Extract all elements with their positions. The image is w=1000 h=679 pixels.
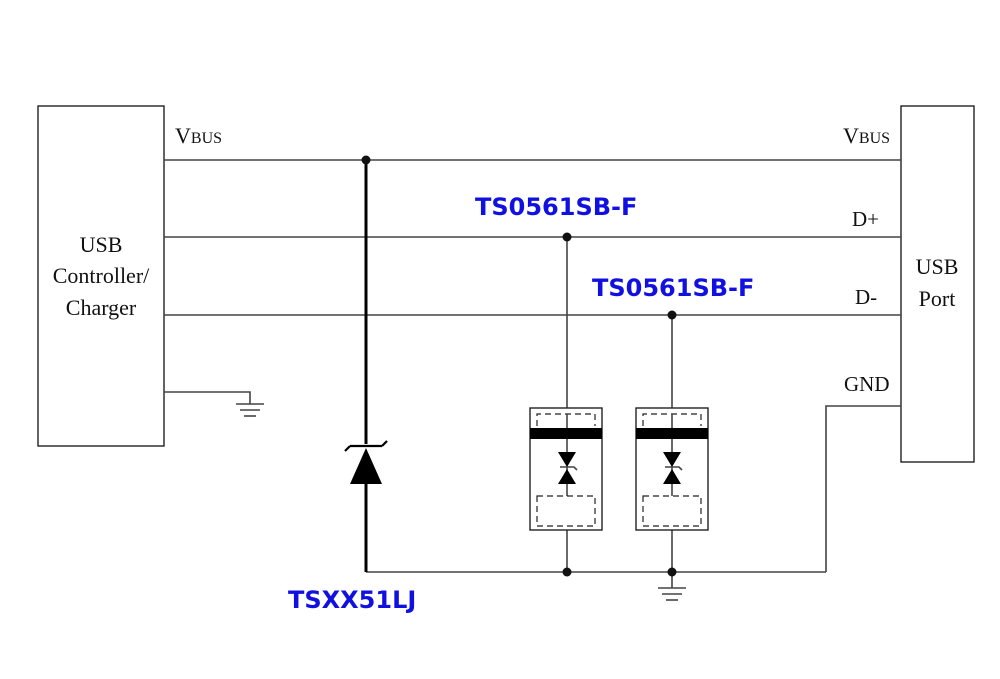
junction-dot-vbus [361, 155, 371, 165]
left-vbus-label: VBUS [175, 123, 222, 148]
tvs-dminus-diode-icon [663, 452, 681, 467]
port-label-line-2: Port [919, 286, 956, 311]
controller-label-line-2: Controller/ [53, 263, 150, 288]
zener-diode-icon [350, 448, 382, 484]
tvs-dplus-device [529, 237, 603, 572]
dminus-label: D- [855, 285, 877, 309]
controller-gnd-wire [164, 391, 251, 404]
tvs-dplus-part-label: TS0561SB-F [475, 193, 637, 221]
usb-controller-block: USB Controller/ Charger [37, 105, 165, 447]
tvs-dminus-part-label: TS0561SB-F [592, 274, 754, 302]
junction-dot-dplus [562, 232, 572, 242]
controller-label-line-1: USB [80, 232, 123, 257]
gnd-label: GND [844, 372, 890, 396]
zener-part-label: TSXX51LJ [288, 586, 416, 614]
tvs-dplus-diode-icon [558, 452, 576, 467]
right-vbus-label: VBUS [843, 123, 890, 148]
dplus-label: D+ [852, 207, 879, 231]
port-label-line-1: USB [916, 254, 959, 279]
junction-dot-dminus [667, 310, 677, 320]
tvs-dminus-device [635, 315, 709, 572]
controller-label-line-3: Charger [66, 295, 137, 320]
port-gnd-wire [825, 405, 901, 572]
usb-port-block: USB Port [900, 105, 975, 463]
controller-ground-icon [236, 403, 264, 417]
zener-diode [344, 160, 388, 572]
junction-dot-gnd-1 [562, 567, 572, 577]
junction-dot-gnd-2 [667, 567, 677, 577]
